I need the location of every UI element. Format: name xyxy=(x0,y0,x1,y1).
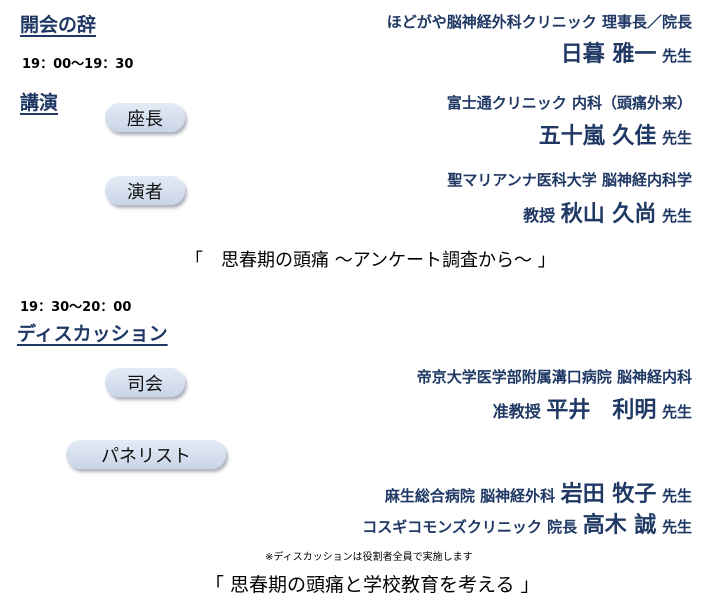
panelist-name: 岩田 牧子 xyxy=(560,482,657,507)
moderator-name: 平井 利明 xyxy=(546,398,657,423)
panelist-honorific: 先生 xyxy=(661,487,692,505)
discussion-time: 19：30～20：00 xyxy=(20,300,132,315)
lecture-heading: 講演 xyxy=(20,92,59,114)
panelist-row: 麻生総合病院 脳神経外科 岩田 牧子 先生 xyxy=(385,476,692,508)
speaker-honorific: 先生 xyxy=(661,207,692,225)
moderator-position: 准教授 xyxy=(492,402,541,421)
opening-affiliation: ほどがや脳神経外科クリニック 理事長／院長 xyxy=(386,13,692,31)
panelist-name: 高木 誠 xyxy=(582,513,657,538)
opening-honorific: 先生 xyxy=(661,47,692,65)
chair-honorific: 先生 xyxy=(661,129,692,147)
chair-role-badge: 座長 xyxy=(105,103,185,132)
moderator-honorific: 先生 xyxy=(661,403,692,421)
speaker-position: 教授 xyxy=(523,206,556,225)
moderator-presenter: 准教授 平井 利明 先生 xyxy=(493,392,692,424)
speaker-affiliation: 聖マリアンナ医科大学 脳神経内科学 xyxy=(447,171,692,189)
chair-name: 五十嵐 久佳 xyxy=(538,124,657,149)
discussion-note: ※ディスカッションは役割者全員で実施します xyxy=(265,552,473,563)
moderator-role-badge: 司会 xyxy=(105,368,185,397)
speaker-role-badge: 演者 xyxy=(105,176,185,205)
panelists-role-badge: パネリスト xyxy=(66,440,226,469)
speaker-presenter: 教授 秋山 久尚 先生 xyxy=(523,196,692,228)
opening-name: 日暮 雅一 xyxy=(560,42,657,67)
discussion-heading: ディスカッション xyxy=(17,323,168,345)
speaker-name: 秋山 久尚 xyxy=(560,202,657,227)
discussion-title: 「 思春期の頭痛と学校教育を考える 」 xyxy=(205,574,540,596)
panelist-row: コスギコモンズクリニック 院長 高木 誠 先生 xyxy=(362,507,692,539)
lecture-time: 19：00～19：30 xyxy=(22,57,134,72)
opening-heading: 開会の辞 xyxy=(20,14,97,36)
chair-affiliation: 富士通クリニック 内科（頭痛外来） xyxy=(446,94,692,112)
panelist-affiliation: コスギコモンズクリニック 院長 xyxy=(362,518,578,536)
opening-presenter: 日暮 雅一 先生 xyxy=(561,36,692,68)
chair-presenter: 五十嵐 久佳 先生 xyxy=(539,118,692,150)
panelist-honorific: 先生 xyxy=(661,518,692,536)
lecture-title: 「 思春期の頭痛 ～アンケート調査から～ 」 xyxy=(185,250,556,271)
panelist-affiliation: 麻生総合病院 脳神経外科 xyxy=(384,487,556,505)
moderator-affiliation: 帝京大学医学部附属溝口病院 脳神経内科 xyxy=(416,368,692,386)
